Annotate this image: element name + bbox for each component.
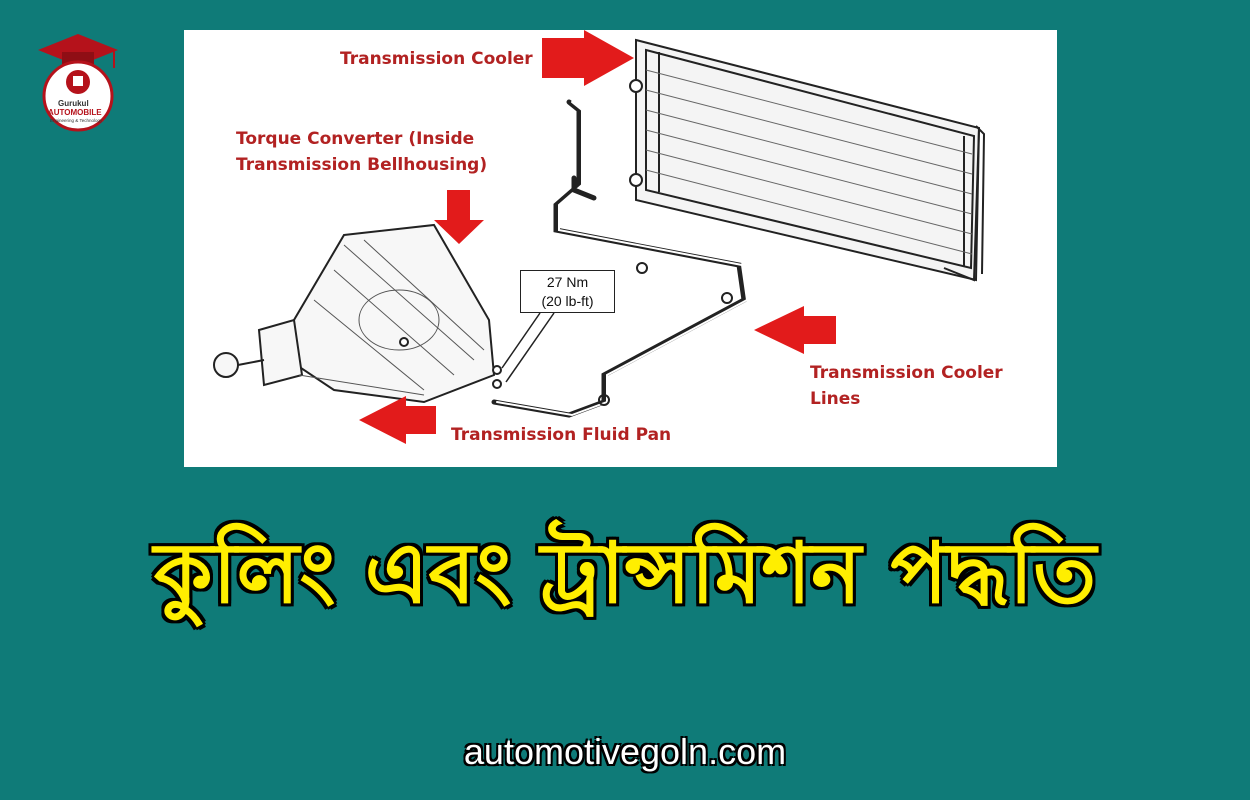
arrow-left-icon — [754, 306, 836, 354]
logo-line1: Gurukul — [58, 99, 89, 108]
label-transmission-cooler: Transmission Cooler — [340, 49, 533, 69]
torque-spec-box: 27 Nm (20 lb-ft) — [520, 270, 615, 313]
brand-logo: Gurukul AUTOMOBILE Engineering & Technol… — [28, 24, 128, 134]
label-cooler-lines: Transmission Cooler Lines — [810, 360, 1003, 412]
transmission-illustration — [213, 223, 502, 404]
torque-imperial: (20 lb-ft) — [541, 293, 594, 309]
arrow-left-icon — [359, 396, 436, 444]
label-torque-converter: Torque Converter (Inside Transmission Be… — [236, 126, 487, 178]
logo-line2: AUTOMOBILE — [48, 108, 102, 117]
arrow-right-icon — [542, 30, 634, 86]
label-fluid-pan: Transmission Fluid Pan — [451, 425, 672, 445]
logo-line3: Engineering & Technology — [50, 118, 103, 123]
cooler-lines-illustration — [491, 99, 749, 418]
label-lines-line1: Transmission Cooler — [810, 363, 1003, 383]
arrows — [359, 30, 836, 444]
transmission-cooling-diagram — [213, 30, 986, 444]
torque-metric: 27 Nm — [546, 274, 589, 290]
diagram-panel: Transmission Cooler Torque Converter (In… — [184, 30, 1057, 467]
page-title: কুলিং এবং ট্রান্সমিশন পদ্ধতি — [153, 524, 1097, 622]
badge-circle — [42, 60, 114, 132]
site-url: automotivegoln.com — [463, 731, 787, 772]
label-lines-line2: Lines — [810, 389, 861, 409]
label-torque-line1: Torque Converter (Inside — [236, 129, 475, 149]
arrow-down-icon — [434, 190, 484, 244]
radiator-illustration — [629, 38, 986, 282]
graduation-cap-icon — [38, 34, 118, 66]
label-torque-line2: Transmission Bellhousing) — [236, 155, 488, 175]
